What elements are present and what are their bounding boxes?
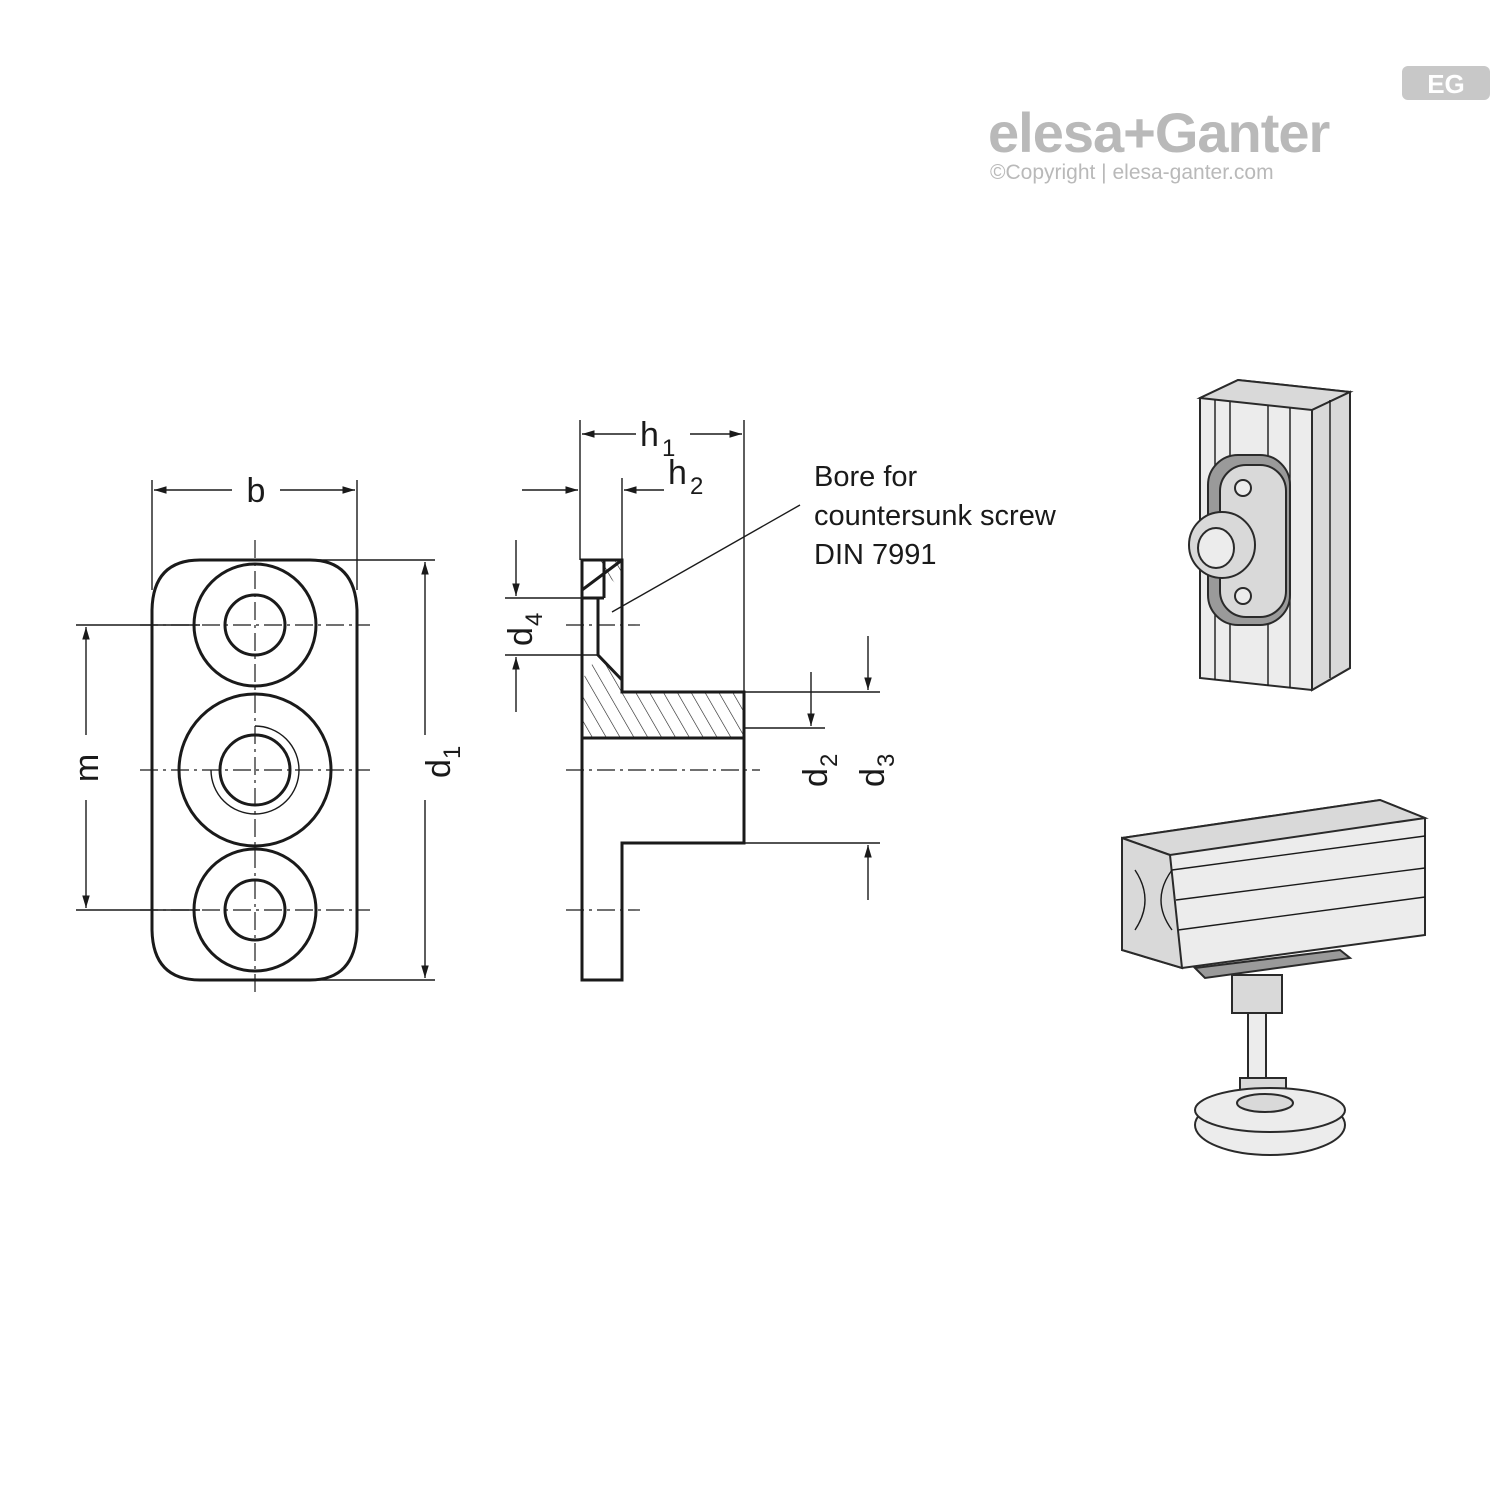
plate-screw-bottom xyxy=(1234,587,1252,605)
foot-plate xyxy=(1192,948,1353,980)
d3-subscript: 3 xyxy=(873,754,900,767)
eg-badge-text: EG xyxy=(1427,69,1465,99)
foot-ball-joint xyxy=(1236,1093,1294,1113)
d4-subscript: 4 xyxy=(521,613,548,626)
front-view: b m d 1 xyxy=(68,472,466,995)
illustration-profile-leveling-foot xyxy=(1121,798,1429,1156)
d2-label: d xyxy=(797,768,835,787)
horizontal-groove-1 xyxy=(1171,835,1426,871)
d1-subscript: 1 xyxy=(439,746,466,759)
horizontal-groove-3 xyxy=(1177,896,1426,931)
side-view: h 1 h 2 d 4 d 2 d 3 xyxy=(502,416,1064,982)
plate-boss-bore xyxy=(1197,527,1235,569)
section-hatch-neck xyxy=(582,655,744,738)
middle-boss-circle xyxy=(177,692,333,848)
plate-screw-top xyxy=(1234,479,1252,497)
illustration-profile-mounted-plate xyxy=(1188,378,1354,692)
bore-edge xyxy=(582,596,624,682)
foot-stem xyxy=(1247,1012,1267,1084)
horizontal-profile-end-face xyxy=(1121,836,1184,970)
countersink-cone-top xyxy=(581,558,623,592)
brand-logo: EG elesa+Ganter ©Copyright | elesa-gante… xyxy=(988,66,1490,184)
eg-badge-icon xyxy=(1402,66,1490,100)
profile-side-face xyxy=(1311,390,1351,692)
h1-subscript: 1 xyxy=(662,435,675,462)
d2-subscript: 2 xyxy=(816,754,843,767)
top-hole-circle xyxy=(223,593,287,657)
h1-label: h xyxy=(640,416,659,454)
end-face-groove-right xyxy=(1160,869,1173,931)
middle-thread-arc xyxy=(210,725,300,815)
note-leader-line xyxy=(611,504,801,613)
d1-label: d xyxy=(420,759,458,778)
copyright-text: ©Copyright | elesa-ganter.com xyxy=(990,161,1274,184)
b-label: b xyxy=(247,472,266,510)
bore-note: Bore for countersunk screw DIN 7991 xyxy=(814,461,1064,571)
h2-subscript: 2 xyxy=(690,473,703,500)
end-face-groove-left xyxy=(1134,869,1146,931)
bottom-hole-circle xyxy=(223,878,287,942)
m-label: m xyxy=(68,754,106,782)
h2-label: h xyxy=(668,454,687,492)
d3-label: d xyxy=(854,768,892,787)
foot-boss xyxy=(1231,974,1283,1014)
middle-hole-circle xyxy=(218,733,292,807)
horizontal-groove-2 xyxy=(1175,867,1426,901)
d4-label: d xyxy=(502,627,540,646)
logo-text: elesa+Ganter xyxy=(988,101,1330,164)
